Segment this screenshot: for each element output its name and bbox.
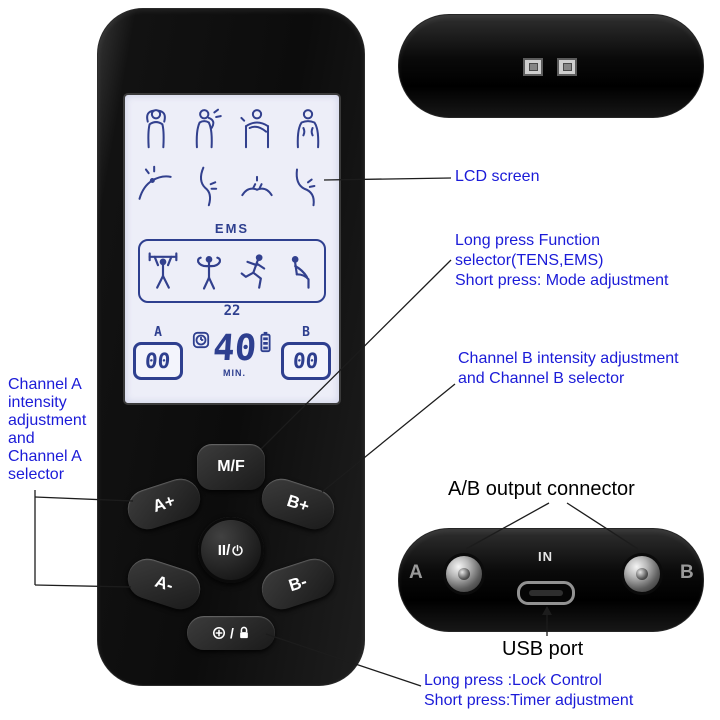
connector-b-label: B (680, 562, 694, 583)
channel-a-label: A (154, 325, 162, 340)
seated-stretch-icon (279, 246, 323, 296)
ems-label: EMS (214, 221, 250, 236)
arms-raised-back-icon (131, 101, 181, 155)
channel-a-value: 00 (144, 349, 172, 373)
connector-a-label: A (409, 562, 423, 583)
output-jack-left-hole (528, 63, 538, 71)
annotation-channel-b: Channel B intensity adjustment and Chann… (458, 350, 679, 387)
timer-display: 40 MIN. (192, 325, 272, 380)
b-plus-button[interactable]: B+ (256, 473, 340, 535)
channel-b-value: 00 (292, 349, 320, 373)
lcd-screen: EMS (123, 93, 341, 405)
channel-a-box: 00 (133, 342, 183, 380)
tens-device-body: EMS (97, 8, 365, 686)
program-number: 22 (223, 303, 241, 319)
clock-plus-icon (213, 626, 226, 640)
device-top-view (398, 14, 704, 118)
dumbbell-press-icon (141, 246, 185, 296)
usb-c-slot (529, 590, 563, 596)
timer-lock-button[interactable]: / (187, 616, 275, 650)
output-connector-a-pin (458, 568, 470, 580)
annotation-lcd-screen: LCD screen (455, 168, 540, 185)
pause-power-label: II/ (217, 541, 231, 559)
clock-icon (192, 331, 209, 349)
timer-unit: MIN. (222, 368, 246, 378)
annotation-ab-output: A/B output connector (448, 478, 635, 500)
a-plus-button[interactable]: A+ (122, 473, 206, 535)
bicep-flex-icon (187, 246, 231, 296)
neck-massage-icon (182, 101, 232, 155)
output-jack-left (523, 58, 543, 76)
output-connector-a (443, 553, 485, 595)
joint-pain-icon (283, 159, 333, 213)
usb-c-port (517, 581, 575, 605)
b-minus-button[interactable]: B- (256, 553, 340, 615)
hands-massage-icon (232, 159, 282, 213)
body-mode-icon-row-1 (131, 101, 333, 155)
in-label: IN (538, 549, 553, 564)
channel-b-box: 00 (280, 342, 331, 380)
power-icon (232, 544, 243, 556)
mode-function-button[interactable]: M/F (197, 444, 265, 490)
channel-b-display: B 00 (280, 325, 331, 380)
lock-icon (240, 626, 248, 639)
screen-status-row: A 00 40 MIN. (133, 325, 331, 380)
knee-icon (182, 159, 232, 213)
device-bottom-view: A IN B (398, 528, 704, 632)
upper-back-icon (283, 101, 333, 155)
annotation-lock-timer: Long press :Lock Control Short press:Tim… (424, 672, 634, 709)
output-connector-b (621, 553, 663, 595)
elbow-icon (131, 159, 181, 213)
timer-lock-separator: / (230, 625, 234, 641)
output-jack-right-hole (562, 63, 572, 71)
annotation-usb-port: USB port (502, 638, 584, 660)
shoulder-massage-icon (232, 101, 282, 155)
annotation-channel-a: Channel A intensity adjustment and Chann… (8, 376, 87, 483)
channel-a-display: A 00 (133, 325, 183, 380)
channel-b-label: B (302, 325, 310, 340)
body-mode-icon-row-2 (131, 159, 333, 213)
a-minus-button[interactable]: A- (122, 553, 206, 615)
battery-icon (260, 331, 271, 353)
timer-value: 40 (211, 328, 258, 369)
ems-mode-box (138, 239, 326, 303)
output-jack-right (557, 58, 577, 76)
running-icon (233, 246, 277, 296)
pause-power-button[interactable]: II/ (198, 517, 264, 583)
output-connector-b-pin (636, 568, 648, 580)
annotation-function-selector: Long press Function selector(TENS,EMS) S… (455, 232, 669, 289)
